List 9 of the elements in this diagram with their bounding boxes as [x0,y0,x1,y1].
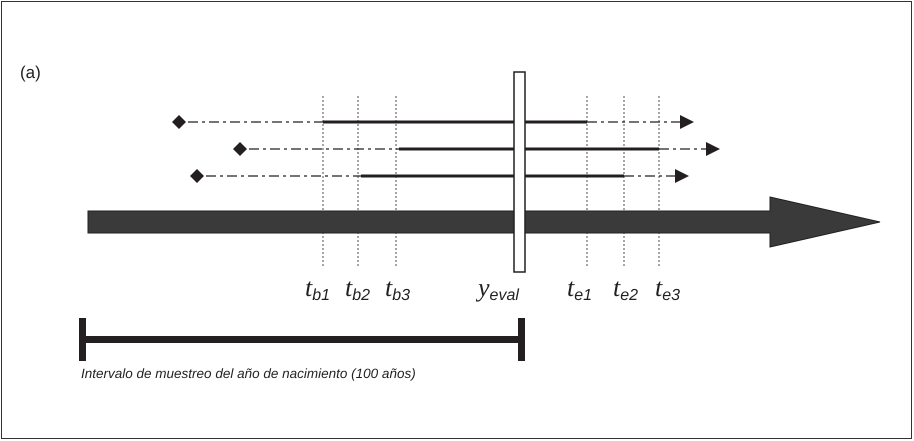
time-label: t$_{e1}$ [567,275,592,304]
interval-caption: Intervalo de muestreo del año de nacimiento (100 años) [81,367,416,380]
time-label: y$_{eval}$ [478,275,519,304]
time-label: t$_{b3}$ [385,275,410,304]
time-label: t$_{b2}$ [345,275,370,304]
time-label: t$_{e2}$ [613,275,638,304]
time-label: t$_{e3}$ [655,275,680,304]
panel-label: (a) [20,64,41,81]
time-label: t$_{b1}$ [305,275,330,304]
